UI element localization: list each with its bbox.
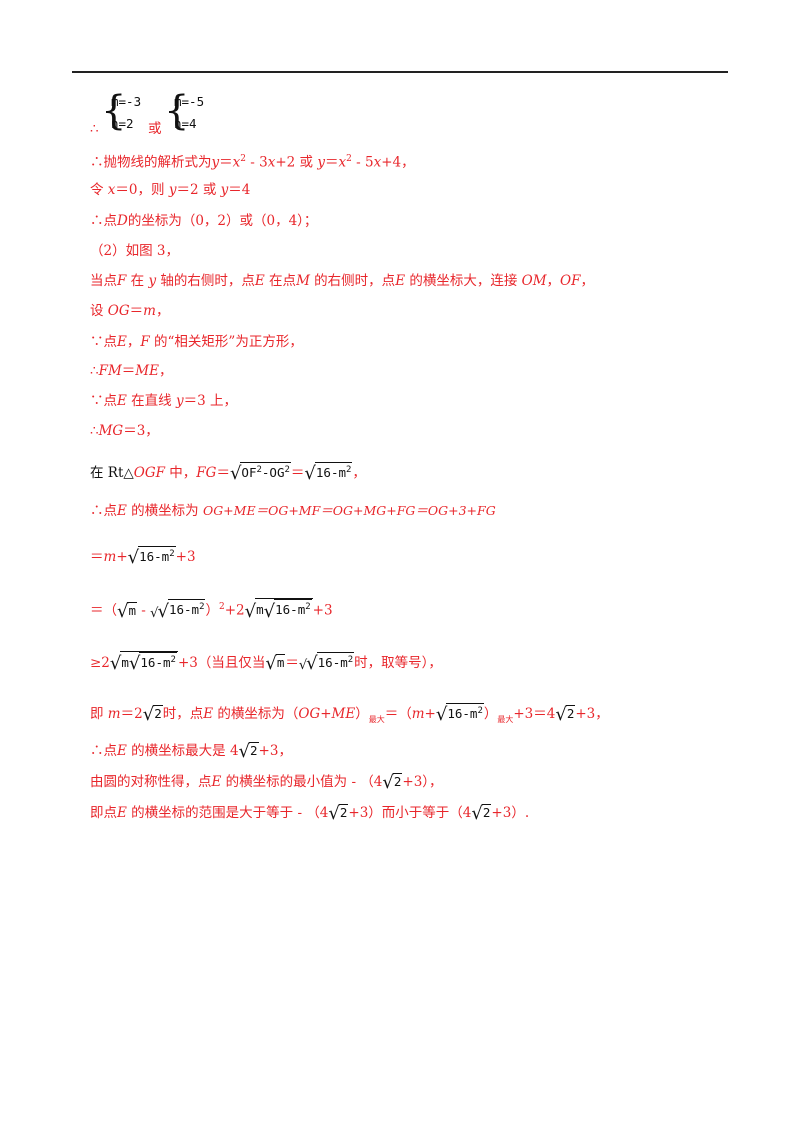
- or-word: 或: [148, 121, 162, 137]
- sqrt-expression: √2: [555, 704, 576, 726]
- system1-row1: m=-3: [111, 94, 142, 109]
- nested-sqrt-expression: √√16-m2: [150, 599, 206, 622]
- line-completing-square: ＝（√m - √√16-m2）2+2√m√16-m2+3: [90, 598, 333, 621]
- line-maximum-value: 即 m＝2√2时，点E 的横坐标为（OG+ME）最大＝（m+√16-m2）最大+…: [90, 703, 609, 726]
- sqrt-expression: √m: [265, 653, 286, 675]
- therefore-symbol: ∴: [90, 121, 99, 137]
- nested-sqrt-expression: √m√16-m2: [245, 598, 313, 620]
- sqrt-expression: √m: [117, 600, 138, 622]
- line-therefore-systems: ∴: [90, 120, 99, 138]
- line-point-d: ∴点D的坐标为（0，2）或（0，4）；: [90, 213, 318, 229]
- line-e-abscissa: ∴点E 的横坐标为 OG+ME＝OG+MF＝OG+MG+FG＝OG+3+FG: [90, 503, 496, 519]
- line-parabola-expressions: ∴抛物线的解析式为y＝x2 - 3x+2 或 y＝x2 - 5x+4，: [90, 154, 415, 171]
- line-let-x-zero: 令 x＝0，则 y＝2 或 y＝4: [90, 182, 251, 198]
- left-brace: {: [164, 88, 190, 134]
- sqrt-expression: √2: [382, 772, 403, 793]
- line-max-abscissa: ∴点E 的横坐标最大是 4√2+3，: [90, 741, 292, 762]
- sqrt-expression: √16-m2: [435, 703, 484, 726]
- line-let-og: 设 OG＝m，: [90, 303, 170, 319]
- nested-sqrt-expression: √√16-m2: [298, 652, 355, 675]
- line-part-2: （2）如图 3，: [90, 243, 179, 259]
- system2-row2: n=4: [174, 116, 197, 131]
- sqrt-expression: √16-m2: [304, 462, 353, 485]
- sqrt-expression: √OF2-OG2: [229, 462, 291, 485]
- header-rule: [72, 71, 728, 73]
- line-fg-formula: 在 Rt△OGF 中，FG＝√OF2-OG2＝√16-m2，: [90, 462, 366, 485]
- line-min-abscissa: 由圆的对称性得，点E 的横坐标的最小值为 - （4√2+3），: [90, 772, 443, 793]
- system2-row1: m=-5: [174, 94, 205, 109]
- sqrt-expression: √2: [238, 741, 259, 762]
- line-fm-me: ∴FM＝ME，: [90, 363, 173, 379]
- line-e-on-y3: ∵点E 在直线 y＝3 上，: [90, 393, 237, 409]
- system1-row2: n=2: [111, 116, 134, 131]
- sqrt-expression: √2: [142, 704, 163, 726]
- line-m-plus-sqrt: ＝m+√16-m2+3: [90, 546, 196, 569]
- nested-sqrt-expression: √m√16-m2: [110, 651, 178, 673]
- line-square: ∵点E，F 的“相关矩形”为正方形，: [90, 334, 303, 350]
- line-point-f-right: 当点F 在 y 轴的右侧时，点E 在点M 的右侧时，点E 的横坐标大，连接 OM…: [90, 273, 594, 289]
- line-abscissa-range: 即点E 的横坐标的范围是大于等于 - （4√2+3）而小于等于（4√2+3）.: [90, 803, 530, 824]
- left-brace: {: [101, 88, 127, 134]
- sqrt-expression: √16-m2: [127, 546, 176, 569]
- line-inequality: ≥2√m√16-m2+3（当且仅当√m＝√√16-m2时，取等号），: [90, 651, 442, 673]
- sqrt-expression: √2: [471, 803, 492, 824]
- line-mg: ∴MG＝3，: [90, 423, 159, 439]
- sqrt-expression: √2: [328, 803, 349, 824]
